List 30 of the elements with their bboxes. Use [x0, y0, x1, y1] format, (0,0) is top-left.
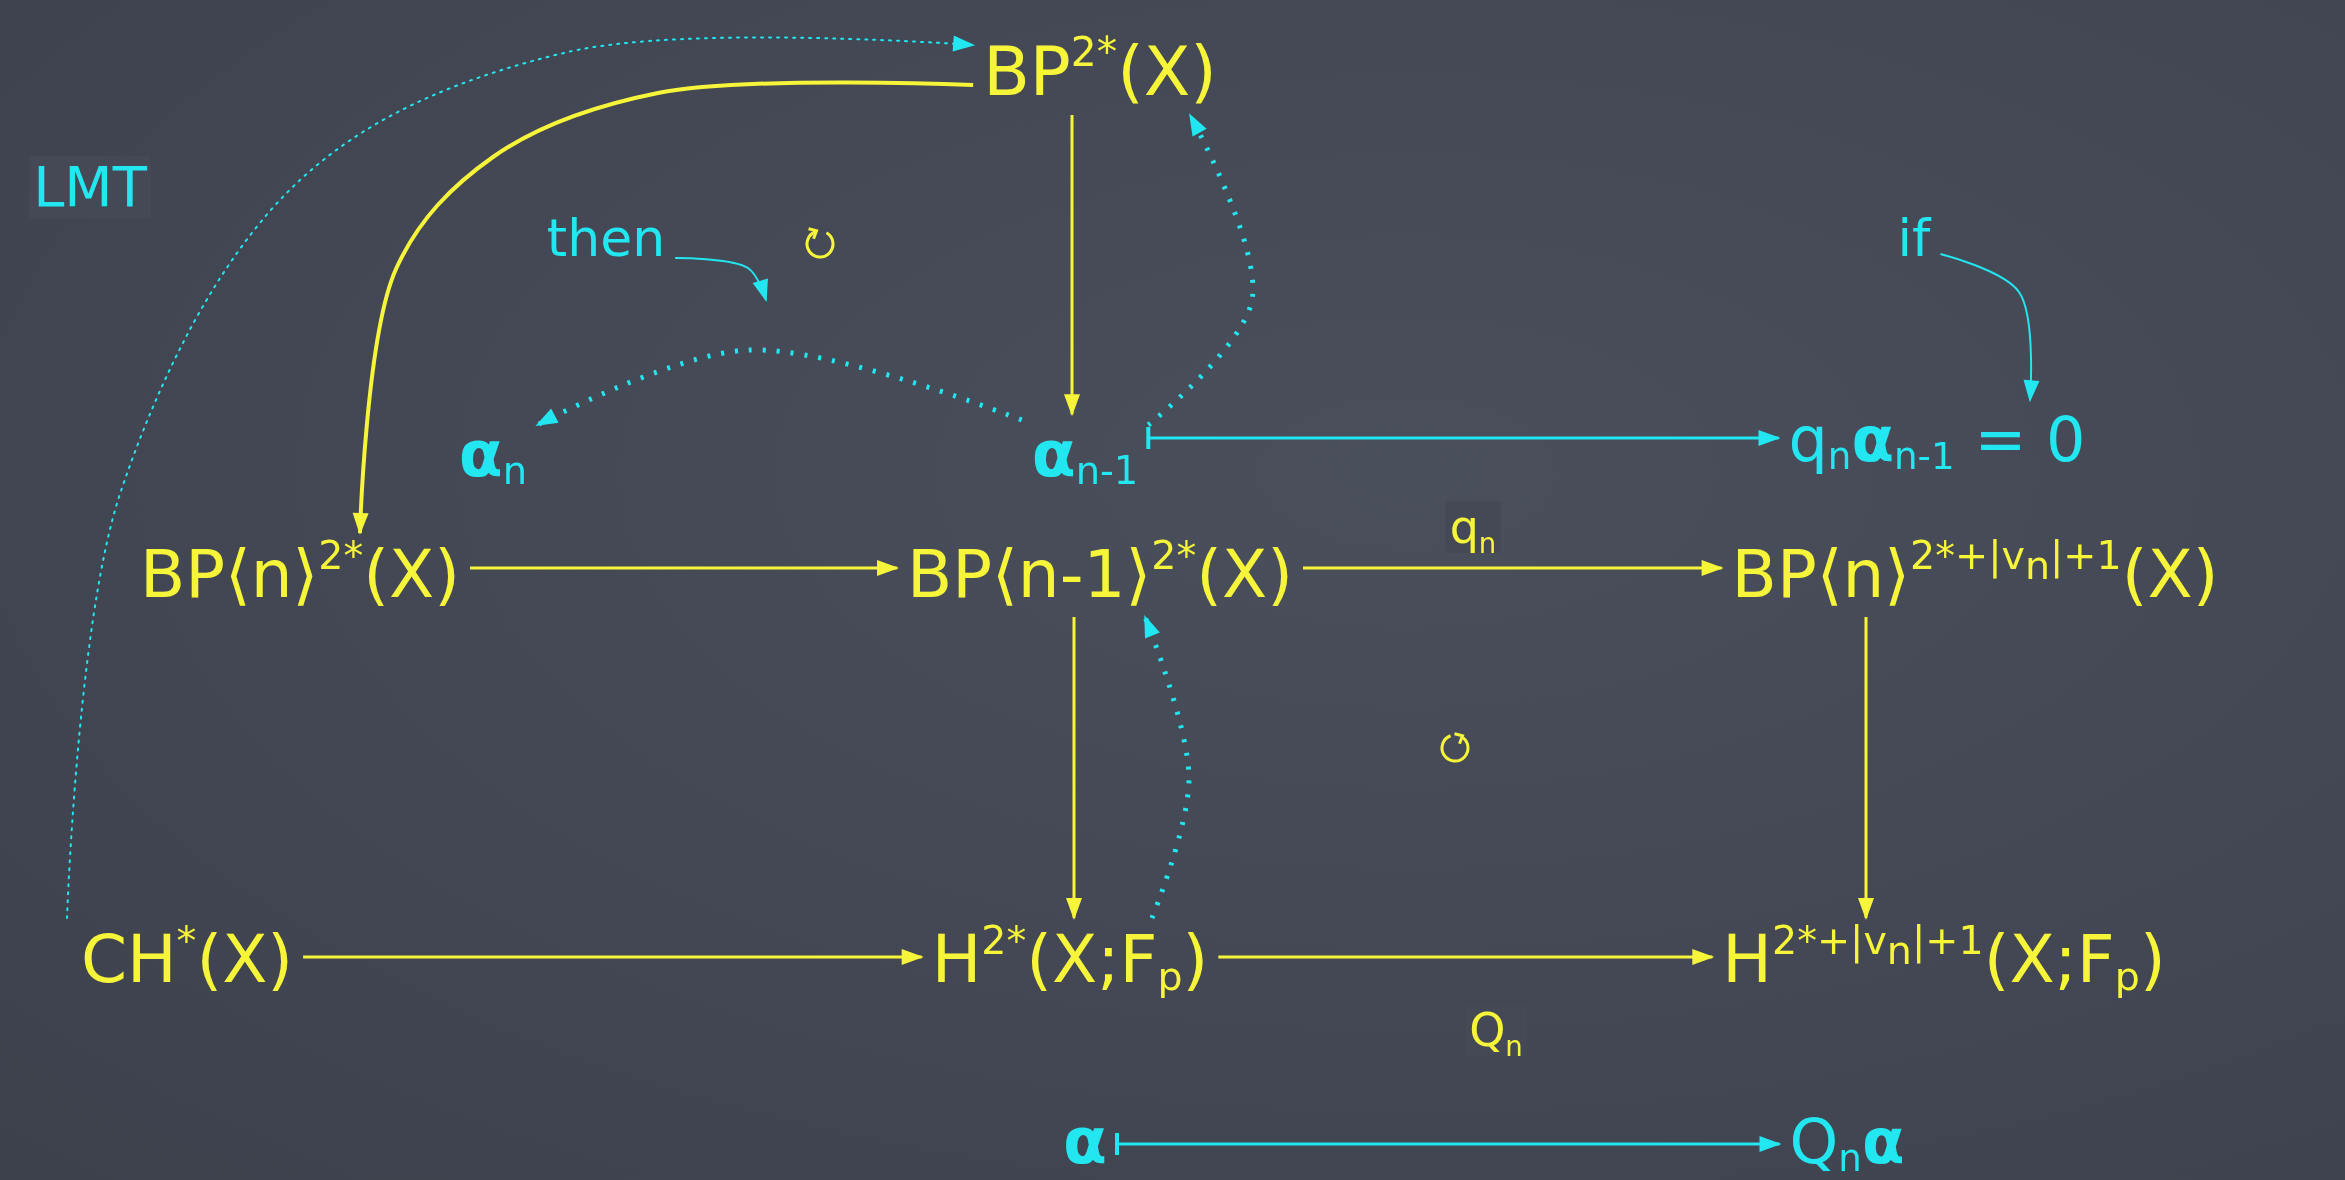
arrow: [1218, 949, 1715, 965]
arrow: [1066, 616, 1082, 921]
edge-label: LMT: [29, 156, 151, 218]
arrow: [303, 949, 924, 965]
arrow: [1064, 115, 1080, 417]
arrow: [352, 80, 974, 536]
element-expression: α$_{n-1}$: [1021, 414, 1149, 496]
annotation-text: if: [1887, 205, 1941, 273]
arrow: [1939, 253, 2040, 403]
arrow: [470, 560, 900, 576]
annotation-text: then: [536, 205, 676, 273]
math-expression: H$^{2*}$(X;F$_{p}$): [921, 918, 1219, 1002]
dotted-arrow: [1146, 113, 1256, 427]
element-expression: Q$_{n}$α: [1779, 1102, 1915, 1180]
math-expression: BP⟨n⟩$^{2*}$(X): [129, 533, 471, 617]
dotted-arrow: [66, 35, 976, 920]
arrow: [1302, 560, 1724, 576]
arrow: [674, 257, 768, 302]
math-expression: BP$^{2*}$(X): [973, 28, 1227, 116]
element-expression: q$_{n}$α$_{n-1}$ = 0: [1778, 400, 2096, 480]
maps-to-arrow: [1146, 427, 1781, 449]
dotted-arrow: [535, 347, 1023, 428]
element-expression: α: [1053, 1101, 1117, 1180]
arrow: [1858, 616, 1874, 921]
element-expression: α$_{n}$: [448, 414, 538, 496]
dotted-arrow: [1142, 615, 1192, 919]
maps-to-arrow: [1115, 1133, 1782, 1155]
edge-label: q$_{n}$: [1445, 501, 1501, 553]
math-expression: BP⟨n-1⟩$^{2*}$(X): [897, 533, 1303, 617]
math-expression: CH$^{*}$(X): [70, 918, 304, 1002]
